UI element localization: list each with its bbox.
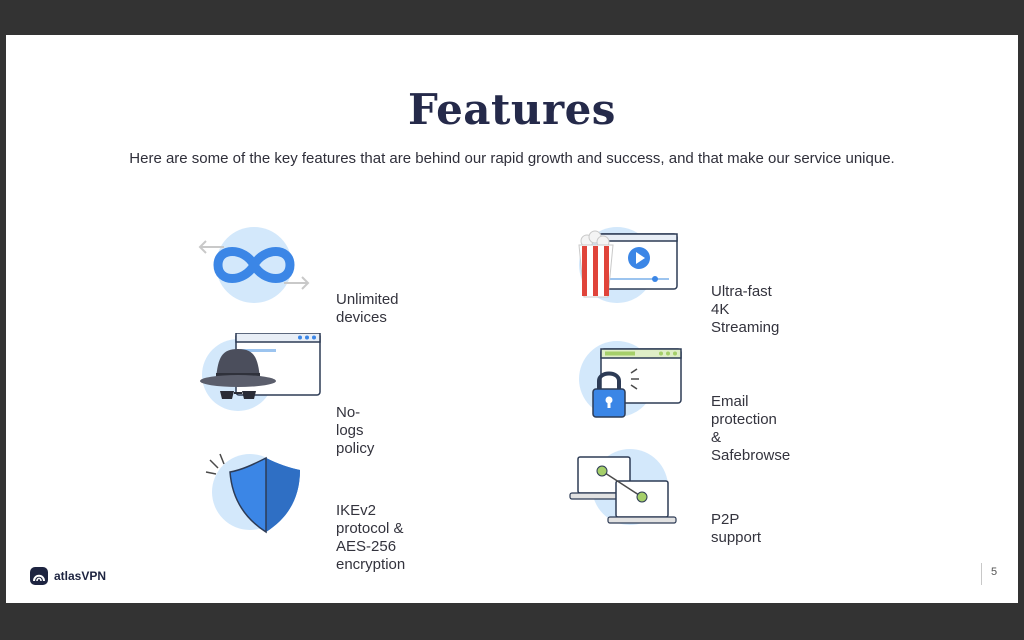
brand-name: atlasVPN xyxy=(54,569,107,583)
page-number: 5 xyxy=(991,566,998,578)
slide-subtitle: Here are some of the key features that a… xyxy=(129,150,895,167)
infinity-icon xyxy=(198,227,310,303)
feature-label: Ultra-fast 4K Streaming xyxy=(711,283,780,336)
atlas-logo-icon xyxy=(30,567,48,585)
slide-title: Features xyxy=(408,85,616,134)
page-divider xyxy=(981,563,982,585)
feature-label: Email protection & Safebrowse xyxy=(711,393,791,464)
brand-logo: atlasVPN xyxy=(30,566,106,586)
feature-label: P2P support xyxy=(711,511,762,546)
p2p-laptops-icon xyxy=(569,449,677,525)
slide: Features Here are some of the key featur… xyxy=(6,35,1018,603)
spy-hat-icon xyxy=(200,333,321,411)
shield-icon xyxy=(205,453,300,534)
feature-label: No-logs policy xyxy=(336,404,375,457)
popcorn-video-icon xyxy=(578,227,678,303)
lock-browser-icon xyxy=(579,341,682,418)
feature-label: Unlimited devices xyxy=(336,291,399,326)
feature-label: IKEv2 protocol & AES-256 encryption xyxy=(336,502,406,573)
